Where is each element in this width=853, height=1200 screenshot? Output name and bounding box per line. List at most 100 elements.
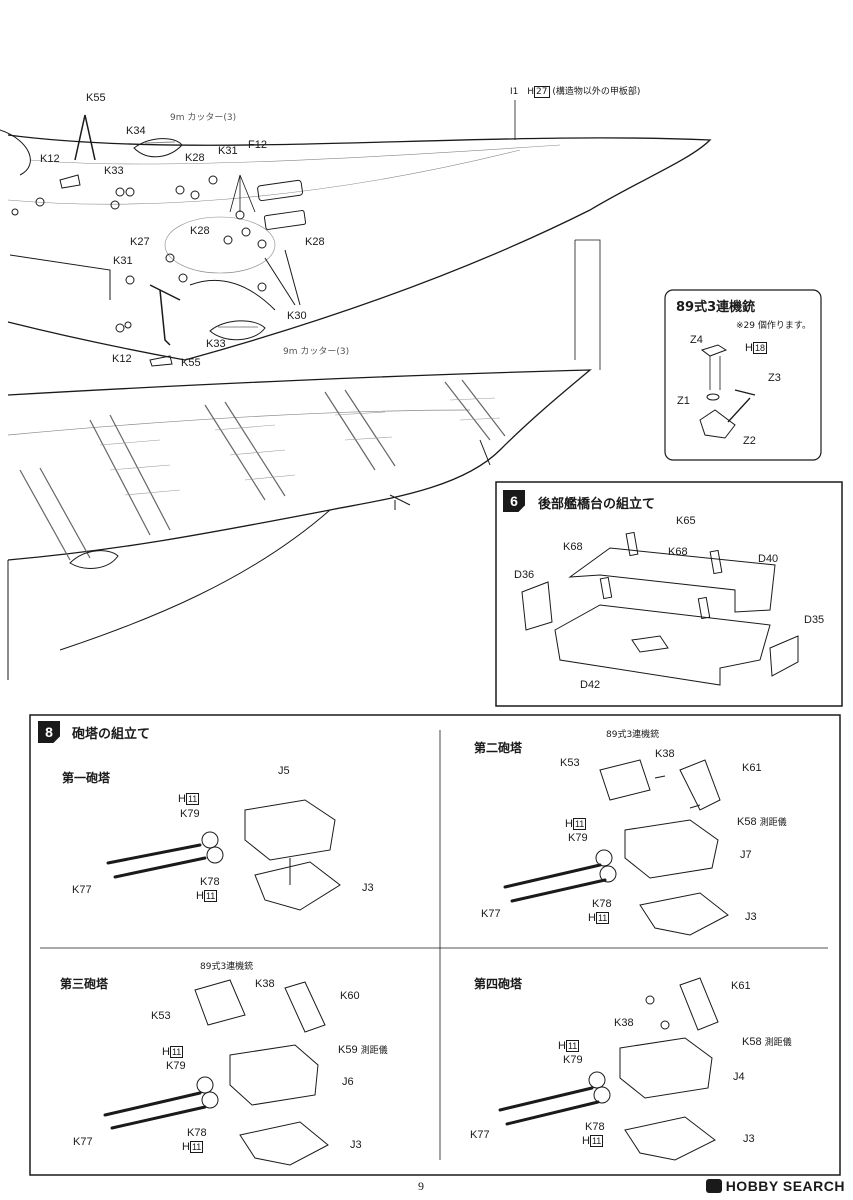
part-label-k79: K79 — [568, 832, 588, 844]
turret2-drawing — [503, 759, 729, 936]
step8-number-badge: 8 — [38, 721, 60, 743]
color-code-prefix: H — [588, 912, 596, 924]
part-label-k77: K77 — [72, 884, 92, 896]
part-label-f12: F12 — [248, 139, 267, 151]
part-label-k78: K78 — [585, 1121, 605, 1133]
deck-note-text: (構造物以外の甲板部) — [552, 87, 641, 97]
color-code-box: 11 — [595, 912, 610, 924]
part-label-k38: K38 — [655, 748, 675, 760]
step8-title: 砲塔の組立て — [72, 727, 151, 742]
turret3-title: 第三砲塔 — [60, 977, 109, 991]
part-label-z3: Z3 — [768, 372, 781, 384]
aa-box-frame — [664, 289, 822, 461]
part-label-k79: K79 — [563, 1054, 583, 1066]
part-label-k38: K38 — [614, 1017, 634, 1029]
part-label-k61: K61 — [742, 762, 762, 774]
deck-parts-drawing — [59, 100, 601, 370]
color-code-prefix: H — [162, 1046, 170, 1058]
hull-drawing — [7, 369, 592, 680]
color-code-box: 11 — [203, 890, 218, 902]
bridge-base-drawing — [521, 531, 799, 686]
part-label-k79: K79 — [180, 808, 200, 820]
part-label-k78: K78 — [187, 1127, 207, 1139]
part-label-j4: J4 — [733, 1071, 745, 1083]
cutter-label-bottom: 9m カッター(3) — [283, 347, 350, 357]
color-code-prefix: H — [178, 793, 186, 805]
part-label-k65: K65 — [676, 515, 696, 527]
part-label-k53: K53 — [560, 757, 580, 769]
aa-gun-label: 89式3連機銃 — [606, 730, 660, 740]
aa-gun-drawing — [699, 344, 756, 439]
part-label-j7: J7 — [740, 849, 752, 861]
rangefinder-label: K58 測距儀 — [737, 816, 787, 829]
page-number: 9 — [418, 1179, 424, 1193]
part-label-k61: K61 — [731, 980, 751, 992]
part-label-k30: K30 — [287, 310, 307, 322]
color-code-prefix: H — [196, 890, 204, 902]
part-label-z4: Z4 — [690, 334, 703, 346]
step8-frame — [29, 714, 841, 1176]
turret2-title: 第二砲塔 — [474, 741, 523, 755]
part-label-k68: K68 — [563, 541, 583, 553]
turret1-title: 第一砲塔 — [62, 771, 111, 785]
rangefinder-note: 測距儀 — [759, 818, 787, 828]
rangefinder-note: 測距儀 — [360, 1046, 388, 1056]
part-label-j3: J3 — [362, 882, 374, 894]
part-label-i1: I1 — [510, 87, 519, 97]
rangefinder-label: K58 測距儀 — [742, 1036, 792, 1049]
part-label-k53: K53 — [151, 1010, 171, 1022]
part-label-k59: K59 — [338, 1044, 358, 1056]
aa-gun-label: 89式3連機銃 — [200, 962, 254, 972]
part-label-d40: D40 — [758, 553, 779, 565]
color-code-prefix: H — [527, 87, 535, 97]
part-label-k55: K55 — [181, 357, 201, 369]
part-label-k31: K31 — [113, 255, 133, 267]
part-label-k12: K12 — [112, 353, 132, 365]
part-label-k78: K78 — [200, 876, 220, 888]
color-code-prefix: H — [182, 1141, 190, 1153]
color-code-prefix: H — [745, 342, 753, 354]
turret3-drawing — [103, 979, 329, 1166]
part-label-d36: D36 — [514, 569, 535, 581]
logo-icon — [705, 1179, 722, 1193]
turret4-title: 第四砲塔 — [474, 977, 523, 991]
part-label-k27: K27 — [130, 236, 150, 248]
part-label-k58: K58 — [737, 816, 757, 828]
part-label-k77: K77 — [470, 1129, 490, 1141]
part-label-j6: J6 — [342, 1076, 354, 1088]
part-label-k78: K78 — [592, 898, 612, 910]
part-label-k58: K58 — [742, 1036, 762, 1048]
rangefinder-note: 測距儀 — [764, 1038, 792, 1048]
color-code-box: 18 — [752, 342, 767, 354]
part-label-k60: K60 — [340, 990, 360, 1002]
part-label-z1: Z1 — [677, 395, 690, 407]
color-code-prefix: H — [558, 1040, 566, 1052]
part-label-k79: K79 — [166, 1060, 186, 1072]
aa-box-title: 89式3連機銃 — [676, 300, 756, 315]
color-code-box: 11 — [589, 1135, 604, 1147]
part-label-k34: K34 — [126, 125, 146, 137]
part-label-j3: J3 — [743, 1133, 755, 1145]
cutter-label-top: 9m カッター(3) — [170, 113, 237, 123]
part-label-k38: K38 — [255, 978, 275, 990]
color-code-box: 11 — [565, 1040, 580, 1052]
step6-frame — [495, 481, 843, 707]
part-label-k33: K33 — [206, 338, 226, 350]
turret4-drawing — [498, 977, 719, 1161]
part-label-k28: K28 — [190, 225, 210, 237]
aa-box-note: ※29 個作ります。 — [736, 321, 811, 331]
part-label-k31: K31 — [218, 145, 238, 157]
part-label-j3: J3 — [745, 911, 757, 923]
step6-number-badge: 6 — [503, 490, 525, 512]
